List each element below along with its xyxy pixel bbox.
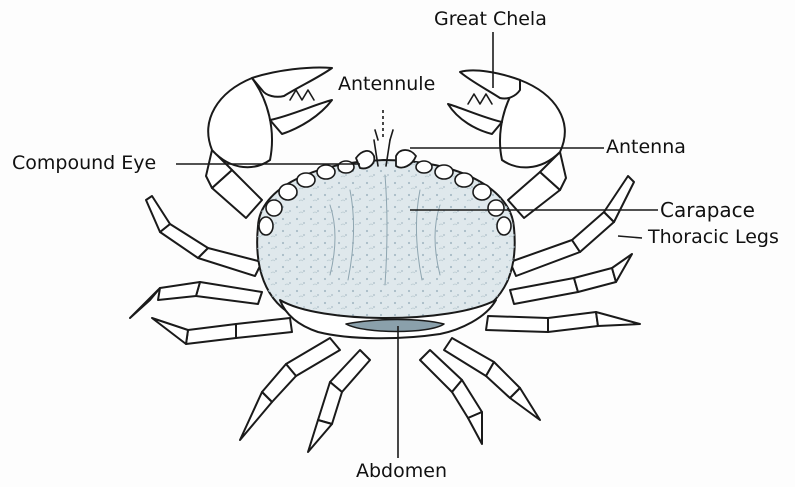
right-leg-3 <box>486 312 640 332</box>
left-leg-5 <box>308 350 370 452</box>
carapace <box>257 160 515 329</box>
leader-thoracic-legs <box>618 236 642 238</box>
label-compound-eye: Compound Eye <box>12 154 156 173</box>
label-antenna: Antenna <box>606 138 686 157</box>
left-leg-3 <box>152 318 292 344</box>
label-thoracic-legs: Thoracic Legs <box>648 228 779 247</box>
label-abdomen: Abdomen <box>356 462 447 481</box>
left-leg-2 <box>130 282 262 318</box>
label-antennule: Antennule <box>338 75 435 94</box>
label-great-chela: Great Chela <box>434 10 547 29</box>
label-carapace: Carapace <box>660 200 755 220</box>
